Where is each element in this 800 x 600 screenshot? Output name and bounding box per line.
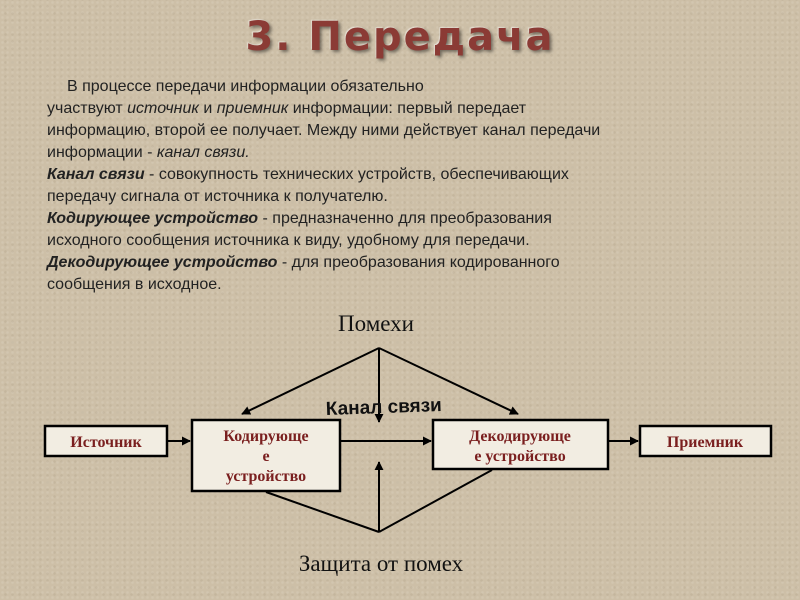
protection-label: Защита от помех xyxy=(299,551,464,576)
term-channel-def: Канал связи xyxy=(47,166,145,183)
noise-label: Помехи xyxy=(338,311,414,336)
term-source: источник xyxy=(127,100,199,117)
paragraph-2: Канал связи - совокупность технических у… xyxy=(47,164,747,208)
source-box xyxy=(43,424,169,458)
p4-line-2: сообщения в исходное. xyxy=(47,276,222,293)
p1-line-3: информацию, второй ее получает. Между ни… xyxy=(47,122,601,139)
receiver-box xyxy=(638,424,773,458)
decoder-label-line-2: е устройство xyxy=(474,448,565,465)
p3-line-2: исходного сообщения источника к виду, уд… xyxy=(47,232,530,249)
paragraph-3: Кодирующее устройство - предназначенно д… xyxy=(47,208,747,252)
noise-line-right xyxy=(378,347,519,415)
term-channel: канал связи. xyxy=(156,144,250,161)
decoder-label-line-1: Декодирующе xyxy=(469,428,571,445)
p1-line-4a: информации - xyxy=(47,144,157,161)
receiver-label: Приемник xyxy=(667,434,744,451)
p3-line-1: - предназначенно для преобразования xyxy=(258,210,552,227)
p1-line-2a: участвуют xyxy=(47,100,128,117)
term-encoder-def: Кодирующее устройство xyxy=(47,210,259,227)
paragraph-1-cont: участвуют источник и приемник информации… xyxy=(47,98,747,164)
channel-label: Канал связи xyxy=(325,395,442,420)
p2-line-1: - совокупность технических устройств, об… xyxy=(144,166,569,183)
p1-line-2e: информации: первый передает xyxy=(288,100,527,117)
paragraph-4: Декодирующее устройство - для преобразов… xyxy=(47,252,747,296)
p1-line-2c: и xyxy=(198,100,217,117)
p4-line-1: - для преобразования кодированного xyxy=(277,254,560,271)
decoder-box xyxy=(431,418,610,471)
slide-title: 3. Передача xyxy=(245,14,555,60)
protection-line-left xyxy=(265,491,380,533)
term-decoder-def: Декодирующее устройство xyxy=(47,254,278,271)
p2-line-2: передачу сигнала от источника к получате… xyxy=(47,188,388,205)
text-block: В процессе передачи информации обязатель… xyxy=(47,76,747,296)
term-receiver: приемник xyxy=(216,100,289,117)
encoder-label-line-1: Кодирующе xyxy=(223,428,308,445)
source-label: Источник xyxy=(70,434,142,451)
p1-line-1: В процессе передачи информации обязатель… xyxy=(67,78,424,95)
encoder-label-line-3: устройство xyxy=(226,468,306,485)
noise-line-left xyxy=(241,347,380,415)
encoder-label-line-2: е xyxy=(262,448,269,465)
protection-line-right xyxy=(378,469,493,533)
encoder-box xyxy=(190,418,342,493)
paragraph-1: В процессе передачи информации обязатель… xyxy=(47,76,747,98)
